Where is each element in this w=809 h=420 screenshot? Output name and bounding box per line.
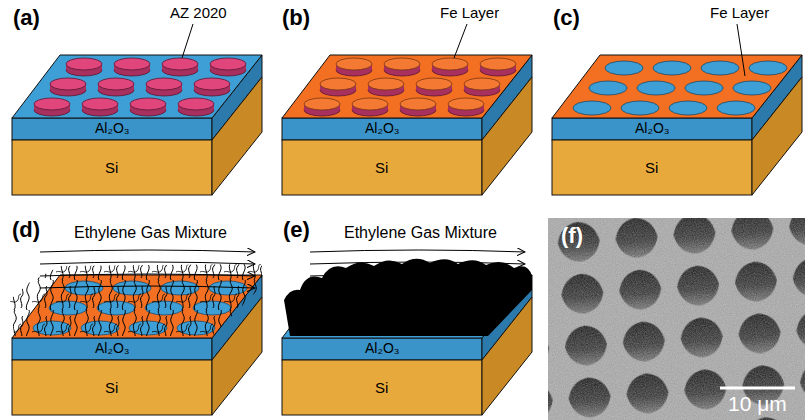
panel-letter: (a) [13,6,40,30]
layer-label: Al₂O₃ [95,341,129,356]
part-label: Fe Layer [710,5,769,22]
layer-label: Al₂O₃ [635,121,669,136]
layer-label: Si [375,160,388,177]
gas-label: Ethylene Gas Mixture [74,224,227,242]
part-label: AZ 2020 [170,5,227,22]
layer-label: Si [105,380,118,397]
layer-label: Al₂O₃ [365,341,399,356]
panel-letter: (d) [12,218,40,242]
layer-label: Si [375,380,388,397]
gas-label: Ethylene Gas Mixture [344,224,497,242]
panel-letter: (b) [282,6,310,30]
layer-label: Al₂O₃ [365,121,399,136]
layer-label: Al₂O₃ [95,121,129,136]
panel-letter: (e) [283,218,310,242]
scale-bar-label: 10 μm [728,392,787,415]
layer-label: Si [105,160,118,177]
layer-label: Si [645,160,658,177]
panel-letter: (f) [561,224,583,248]
panel-letter: (c) [553,6,580,30]
part-label: Fe Layer [440,5,499,22]
